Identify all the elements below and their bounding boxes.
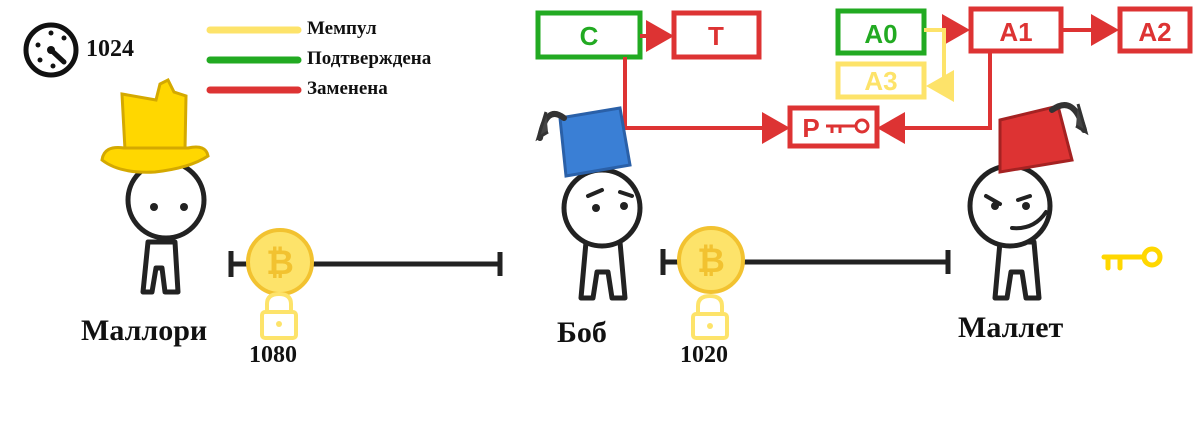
block-a2 — [1117, 6, 1193, 54]
locktime-1: 1080 — [249, 342, 297, 368]
block-a3-label: A3 — [864, 66, 897, 96]
block-c-label: C — [580, 21, 599, 51]
svg-text:₿: ₿ — [266, 244, 294, 282]
person-middle — [535, 106, 643, 301]
bitcoin-icon: ₿ — [246, 228, 314, 296]
clock-icon — [23, 22, 79, 78]
key-icon — [1101, 246, 1163, 271]
block-a1-label: A1 — [999, 17, 1032, 47]
person-left — [100, 77, 210, 295]
legend-label-confirmed: Подтверждена — [307, 48, 432, 69]
padlock-icon — [691, 293, 729, 340]
block-a0-label: A0 — [864, 19, 897, 49]
red-fez-hat — [998, 102, 1089, 174]
arrow-a0-a3 — [924, 28, 954, 102]
person-name-left: Маллори — [81, 314, 208, 347]
blue-fez-hat — [535, 106, 632, 178]
legend-label-replaced: Заменена — [307, 78, 388, 99]
locktime-2: 1020 — [680, 342, 728, 368]
person-right — [967, 102, 1089, 301]
block-a3 — [835, 61, 927, 100]
person-name-right: Маллет — [958, 311, 1064, 344]
key-icon-in-block — [826, 118, 870, 134]
block-c — [535, 10, 643, 60]
arrow-c-p — [623, 57, 790, 144]
legend-label-mempool: Мемпул — [307, 18, 377, 39]
clock-value: 1024 — [86, 36, 134, 62]
block-t — [671, 10, 762, 60]
channel-1: ₿ — [228, 228, 503, 340]
channel-2: ₿ — [660, 226, 951, 340]
block-a2-label: A2 — [1138, 17, 1171, 47]
bitcoin-icon: ₿ — [677, 226, 745, 294]
block-t-label: T — [708, 21, 724, 51]
person-name-middle: Боб — [557, 316, 607, 349]
tall-yellow-hat — [100, 77, 210, 174]
padlock-icon — [260, 291, 298, 340]
arrow-a1-p — [877, 51, 992, 144]
svg-text:₿: ₿ — [697, 242, 725, 280]
block-a0 — [835, 8, 927, 56]
block-p-label: P — [802, 113, 819, 143]
